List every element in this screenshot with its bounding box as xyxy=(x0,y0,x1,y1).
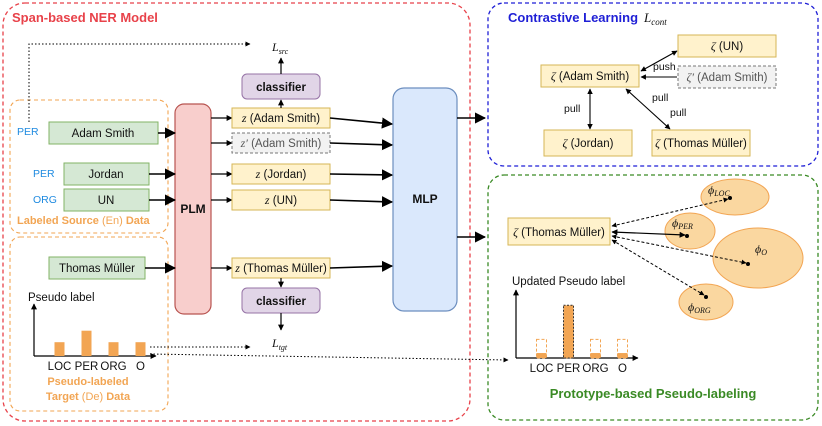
plm-block xyxy=(174,103,212,315)
ner-model-panel xyxy=(2,2,471,422)
target-data-box xyxy=(9,236,169,412)
bar-org xyxy=(108,342,119,356)
zeta-prime-adam-box xyxy=(677,65,777,89)
proto-o-circle xyxy=(712,227,804,289)
pull-label-jordan: pull xyxy=(564,103,580,115)
arrow-z-jordan-to-mlp xyxy=(329,169,394,181)
previous-bar-loc xyxy=(536,338,547,359)
push-edge xyxy=(640,50,678,72)
zeta-prime-adam-label: ζ′ (Adam Smith) xyxy=(687,70,768,84)
classifier-top-label: classifier xyxy=(256,82,306,94)
bar-org xyxy=(590,353,601,358)
proto-org-point xyxy=(704,295,708,299)
previous-bar-o xyxy=(617,338,628,359)
source-span-2: UN xyxy=(98,195,115,207)
source-data-box xyxy=(9,99,169,234)
target-span: Thomas Müller xyxy=(59,263,135,275)
proto-loc-point xyxy=(728,196,732,200)
tick-label-org: ORG xyxy=(100,361,126,373)
pull-edge-thomas xyxy=(625,88,671,130)
bar-o xyxy=(135,342,146,356)
mlp-label: MLP xyxy=(412,192,437,206)
bar-loc xyxy=(536,353,547,358)
arrow-z-un-to-mlp xyxy=(329,196,394,208)
zeta-adam-label: ζ (Adam Smith) xyxy=(551,69,630,83)
tick-label-loc: LOC xyxy=(530,363,554,375)
source-tag-0: PER xyxy=(17,126,39,138)
arrow-z-thomas-to-mlp xyxy=(329,260,394,272)
pull-label-prime: pull xyxy=(652,92,668,104)
zeta-jordan-box xyxy=(543,129,633,157)
bar-per xyxy=(563,304,574,359)
arrow-zp-adam-to-mlp xyxy=(329,139,394,151)
ner-model-title: Span-based NER Model xyxy=(12,10,158,25)
classifier-bottom-label: classifier xyxy=(256,296,306,308)
arrow-z-adam-to-mlp xyxy=(329,117,394,129)
source-tag-2: ORG xyxy=(33,194,57,206)
dist-edge-org xyxy=(611,239,705,296)
emb-label-3: z (UN) xyxy=(264,193,297,207)
pull-label-thomas: pull xyxy=(670,107,686,119)
source-tag-1: PER xyxy=(33,168,55,180)
tick-label-o: O xyxy=(136,361,145,373)
zeta-thomas-box xyxy=(651,129,751,157)
source-caption: Labeled Source (En) Data xyxy=(17,215,151,227)
emb-label-0: z (Adam Smith) xyxy=(241,111,320,125)
target-caption-line2: Target (De) Data xyxy=(46,391,131,403)
loss-tgt: Ltgt xyxy=(271,336,288,352)
zeta-thomas-label: ζ (Thomas Müller) xyxy=(655,136,747,150)
pseudo-label-chart-title: Pseudo label xyxy=(28,292,95,304)
push-label: push xyxy=(653,61,676,73)
emb-label-2: z (Jordan) xyxy=(255,167,307,181)
dotted-source-to-lsrc xyxy=(28,41,251,122)
updated-pseudo-label-title: Updated Pseudo label xyxy=(512,276,625,288)
tick-label-loc: LOC xyxy=(48,361,72,373)
zeta-thomas-proto-label: ζ (Thomas Müller) xyxy=(513,225,605,239)
proto-loc-label: ϕLOC xyxy=(708,183,730,198)
contrastive-panel xyxy=(487,2,819,167)
proto-org-label: ϕORG xyxy=(688,300,711,315)
bar-loc xyxy=(54,342,65,356)
source-span-1: Jordan xyxy=(88,169,123,181)
zeta-adam-box xyxy=(540,64,640,88)
proto-per-point xyxy=(685,234,689,238)
tick-label-org: ORG xyxy=(582,363,608,375)
prototype-panel xyxy=(487,174,819,421)
proto-o-point xyxy=(746,262,750,266)
zeta-thomas-proto-box xyxy=(507,217,611,246)
source-span-0: Adam Smith xyxy=(72,128,135,140)
previous-bar-org xyxy=(590,338,601,359)
tick-label-per: PER xyxy=(75,361,99,373)
emb-label-1: z′ (Adam Smith) xyxy=(240,136,322,150)
bar-o xyxy=(617,353,628,358)
loss-src: Lsrc xyxy=(271,40,289,56)
zeta-un-label: ζ (UN) xyxy=(711,39,743,53)
dotted-pseudo-to-updated xyxy=(149,353,509,363)
tick-label-o: O xyxy=(618,363,627,375)
tick-label-per: PER xyxy=(557,363,581,375)
proto-o-label: ϕO xyxy=(755,242,767,257)
emb-label-4: z (Thomas Müller) xyxy=(234,261,327,275)
bar-per xyxy=(81,330,92,356)
plm-label: PLM xyxy=(180,202,205,216)
zeta-jordan-label: ζ (Jordan) xyxy=(563,136,614,150)
prototype-title: Prototype-based Pseudo-labeling xyxy=(550,386,757,401)
target-caption-line1: Pseudo-labeled xyxy=(47,376,128,388)
zeta-un-box xyxy=(677,34,777,58)
